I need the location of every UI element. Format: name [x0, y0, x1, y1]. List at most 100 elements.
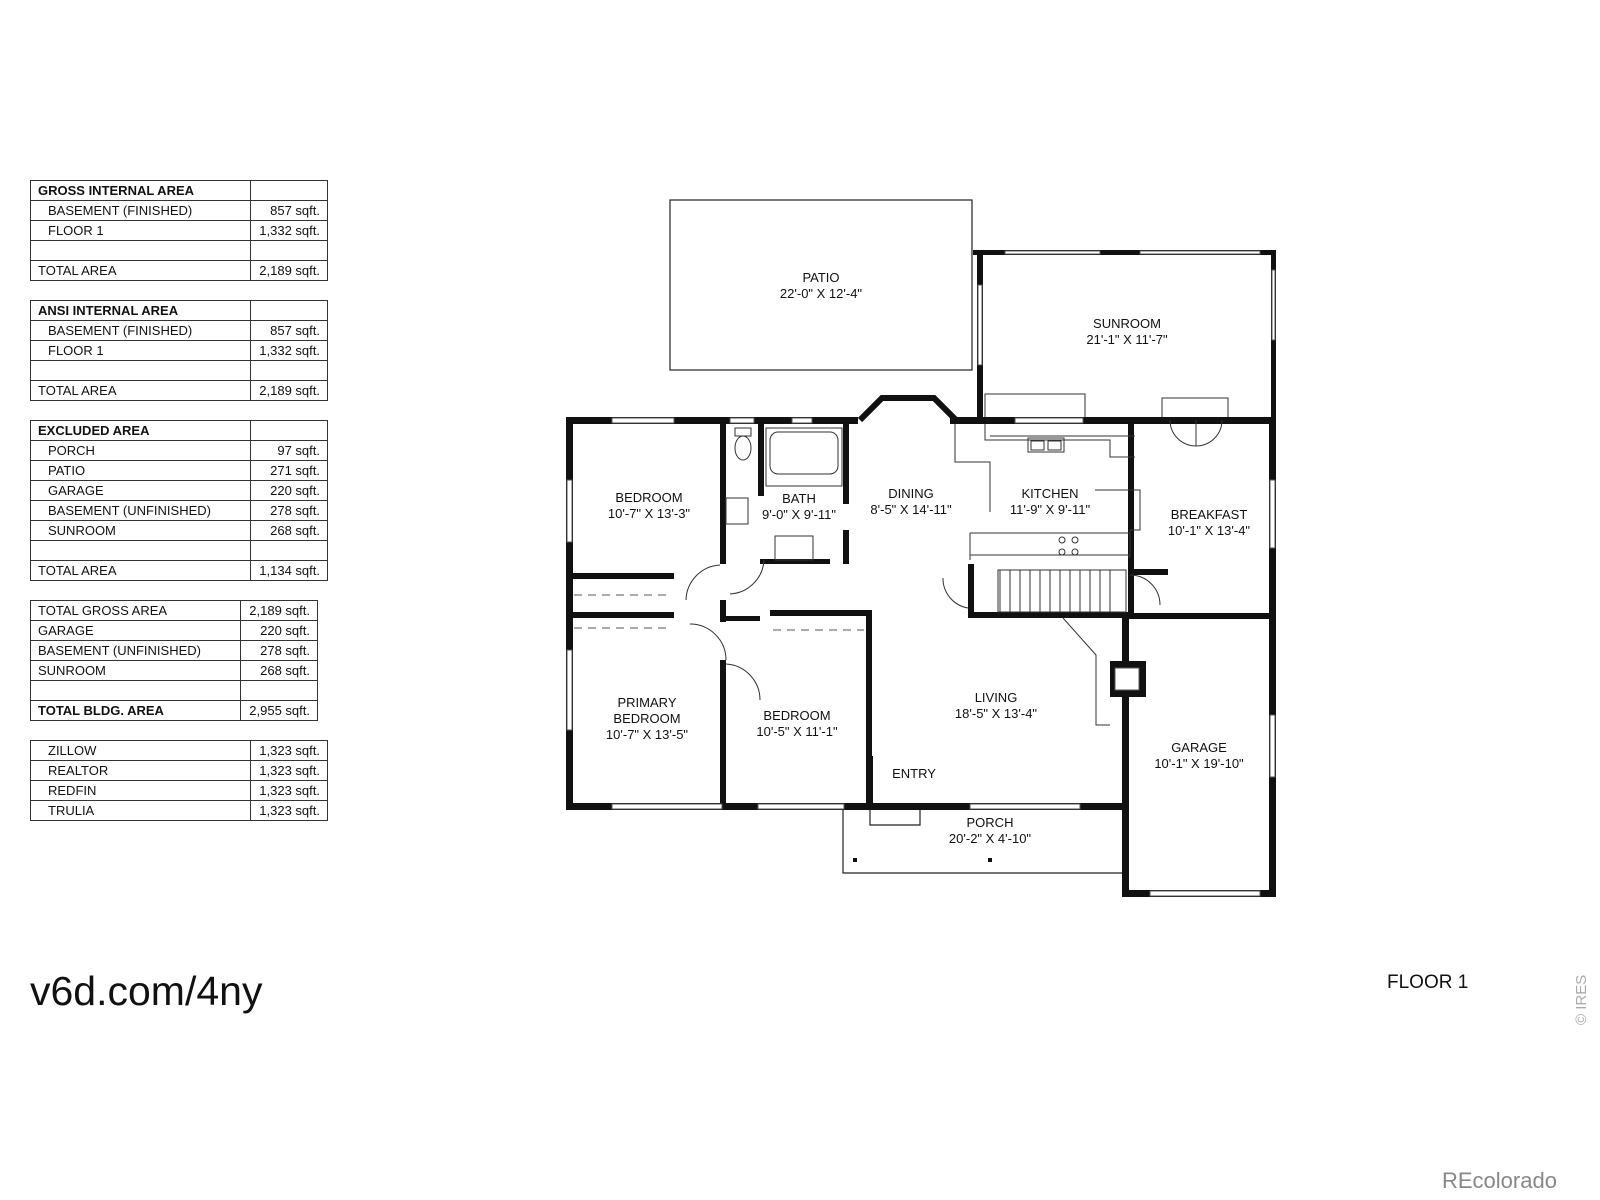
area-label: TOTAL BLDG. AREA: [30, 700, 241, 721]
area-value: 1,323 sqft.: [250, 800, 328, 821]
area-value: 1,134 sqft.: [250, 560, 328, 581]
room-name: DINING: [888, 486, 934, 501]
area-value: 2,189 sqft.: [250, 380, 328, 401]
area-value: 1,332 sqft.: [250, 220, 328, 241]
room-label-kitchen: KITCHEN 11'-9" X 9'-11": [1010, 486, 1091, 517]
area-table-row: BASEMENT (FINISHED)857 sqft.: [30, 320, 328, 341]
area-label: BASEMENT (FINISHED): [30, 320, 251, 341]
windows: [566, 250, 1276, 897]
room-label-patio: PATIO 22'-0" X 12'-4": [780, 270, 863, 301]
stairs: [997, 569, 1127, 613]
fireplace-icon: [1114, 667, 1140, 691]
room-name: PRIMARY: [618, 695, 677, 710]
room-dims: 10'-1" X 19'-10": [1154, 756, 1244, 771]
area-value: 97 sqft.: [250, 440, 328, 461]
floor-label: FLOOR 1: [1387, 972, 1469, 993]
interior-walls: [566, 424, 1276, 806]
bathtub-icon: [765, 427, 843, 487]
area-value: 2,189 sqft.: [250, 260, 328, 281]
room-name: BEDROOM: [763, 708, 830, 723]
porch-outline: [842, 810, 1122, 874]
room-dims: 22'-0" X 12'-4": [780, 286, 863, 301]
room-label-sunroom: SUNROOM 21'-1" X 11'-7": [1086, 316, 1168, 347]
room-name: BEDROOM: [615, 490, 682, 505]
room-name: PORCH: [967, 815, 1014, 830]
room-dims: 10'-7" X 13'-5": [606, 727, 689, 742]
room-name: GARAGE: [1171, 740, 1227, 755]
room-label-entry: ENTRY: [892, 766, 936, 781]
room-name: KITCHEN: [1021, 486, 1078, 501]
room-label-breakfast: BREAKFAST 10'-1" X 13'-4": [1168, 507, 1251, 538]
room-label-primary-bedroom: PRIMARY BEDROOM 10'-7" X 13'-5": [606, 695, 689, 742]
area-label: ANSI INTERNAL AREA: [30, 300, 251, 321]
sink-icon: [1027, 437, 1065, 453]
area-table-row: [30, 680, 318, 701]
area-value: 278 sqft.: [240, 640, 318, 661]
area-value: 1,323 sqft.: [250, 780, 328, 801]
recolorado-watermark: REcolorado: [1442, 1168, 1557, 1193]
room-label-living: LIVING 18'-5" X 13'-4": [955, 690, 1038, 721]
area-table-row: BASEMENT (FINISHED)857 sqft.: [30, 200, 328, 221]
room-label-porch: PORCH 20'-2" X 4'-10": [949, 815, 1032, 846]
room-name: PATIO: [802, 270, 839, 285]
room-label-dining: DINING 8'-5" X 14'-11": [870, 486, 952, 517]
room-dims: 10'-1" X 13'-4": [1168, 523, 1251, 538]
tour-url: v6d.com/4ny: [30, 968, 263, 1014]
kitchen-counters: [954, 424, 1141, 560]
room-dims: 20'-2" X 4'-10": [949, 831, 1032, 846]
stove-icon: [1058, 536, 1079, 556]
door-swings: [685, 419, 1223, 701]
room-name: BEDROOM: [613, 711, 680, 726]
area-value: 857 sqft.: [250, 320, 328, 341]
sunroom-step: [984, 393, 1086, 419]
closet-rods: [574, 594, 864, 631]
room-name: ENTRY: [892, 766, 936, 781]
porch-post: [988, 858, 992, 862]
room-dims: 10'-5" X 11'-1": [756, 724, 838, 739]
room-dims: 10'-7" X 13'-3": [608, 506, 691, 521]
room-label-garage: GARAGE 10'-1" X 19'-10": [1154, 740, 1244, 771]
room-dims: 8'-5" X 14'-11": [870, 502, 952, 517]
room-dims: 9'-0" X 9'-11": [762, 507, 836, 522]
room-label-bedroom-2: BEDROOM 10'-5" X 11'-1": [756, 708, 838, 739]
area-table-row: BASEMENT (UNFINISHED)278 sqft.: [30, 640, 318, 661]
room-name: BATH: [782, 491, 816, 506]
area-label: GARAGE: [30, 480, 251, 501]
room-name: SUNROOM: [1093, 316, 1161, 331]
room-dims: 18'-5" X 13'-4": [955, 706, 1038, 721]
room-name: BREAKFAST: [1171, 507, 1248, 522]
area-label: TOTAL AREA: [30, 560, 251, 581]
area-label: BASEMENT (UNFINISHED): [30, 640, 241, 661]
room-dims: 11'-9" X 9'-11": [1010, 502, 1091, 517]
area-table-row: BASEMENT (UNFINISHED)278 sqft.: [30, 500, 328, 521]
room-label-bath: BATH 9'-0" X 9'-11": [762, 491, 836, 522]
area-label: TOTAL AREA: [30, 260, 251, 281]
area-value: 278 sqft.: [250, 500, 328, 521]
breakfast-step: [1161, 397, 1229, 421]
area-table-row: ANSI INTERNAL AREA: [30, 300, 328, 321]
area-value: 220 sqft.: [240, 620, 318, 641]
room-name: LIVING: [975, 690, 1018, 705]
room-dims: 21'-1" X 11'-7": [1086, 332, 1168, 347]
vanity-icon: [725, 497, 749, 525]
fireplace-hearth: [1062, 617, 1110, 726]
vanity-icon: [774, 535, 814, 561]
area-table-row: GROSS INTERNAL AREA: [30, 180, 328, 201]
patio-outline: [669, 199, 973, 371]
